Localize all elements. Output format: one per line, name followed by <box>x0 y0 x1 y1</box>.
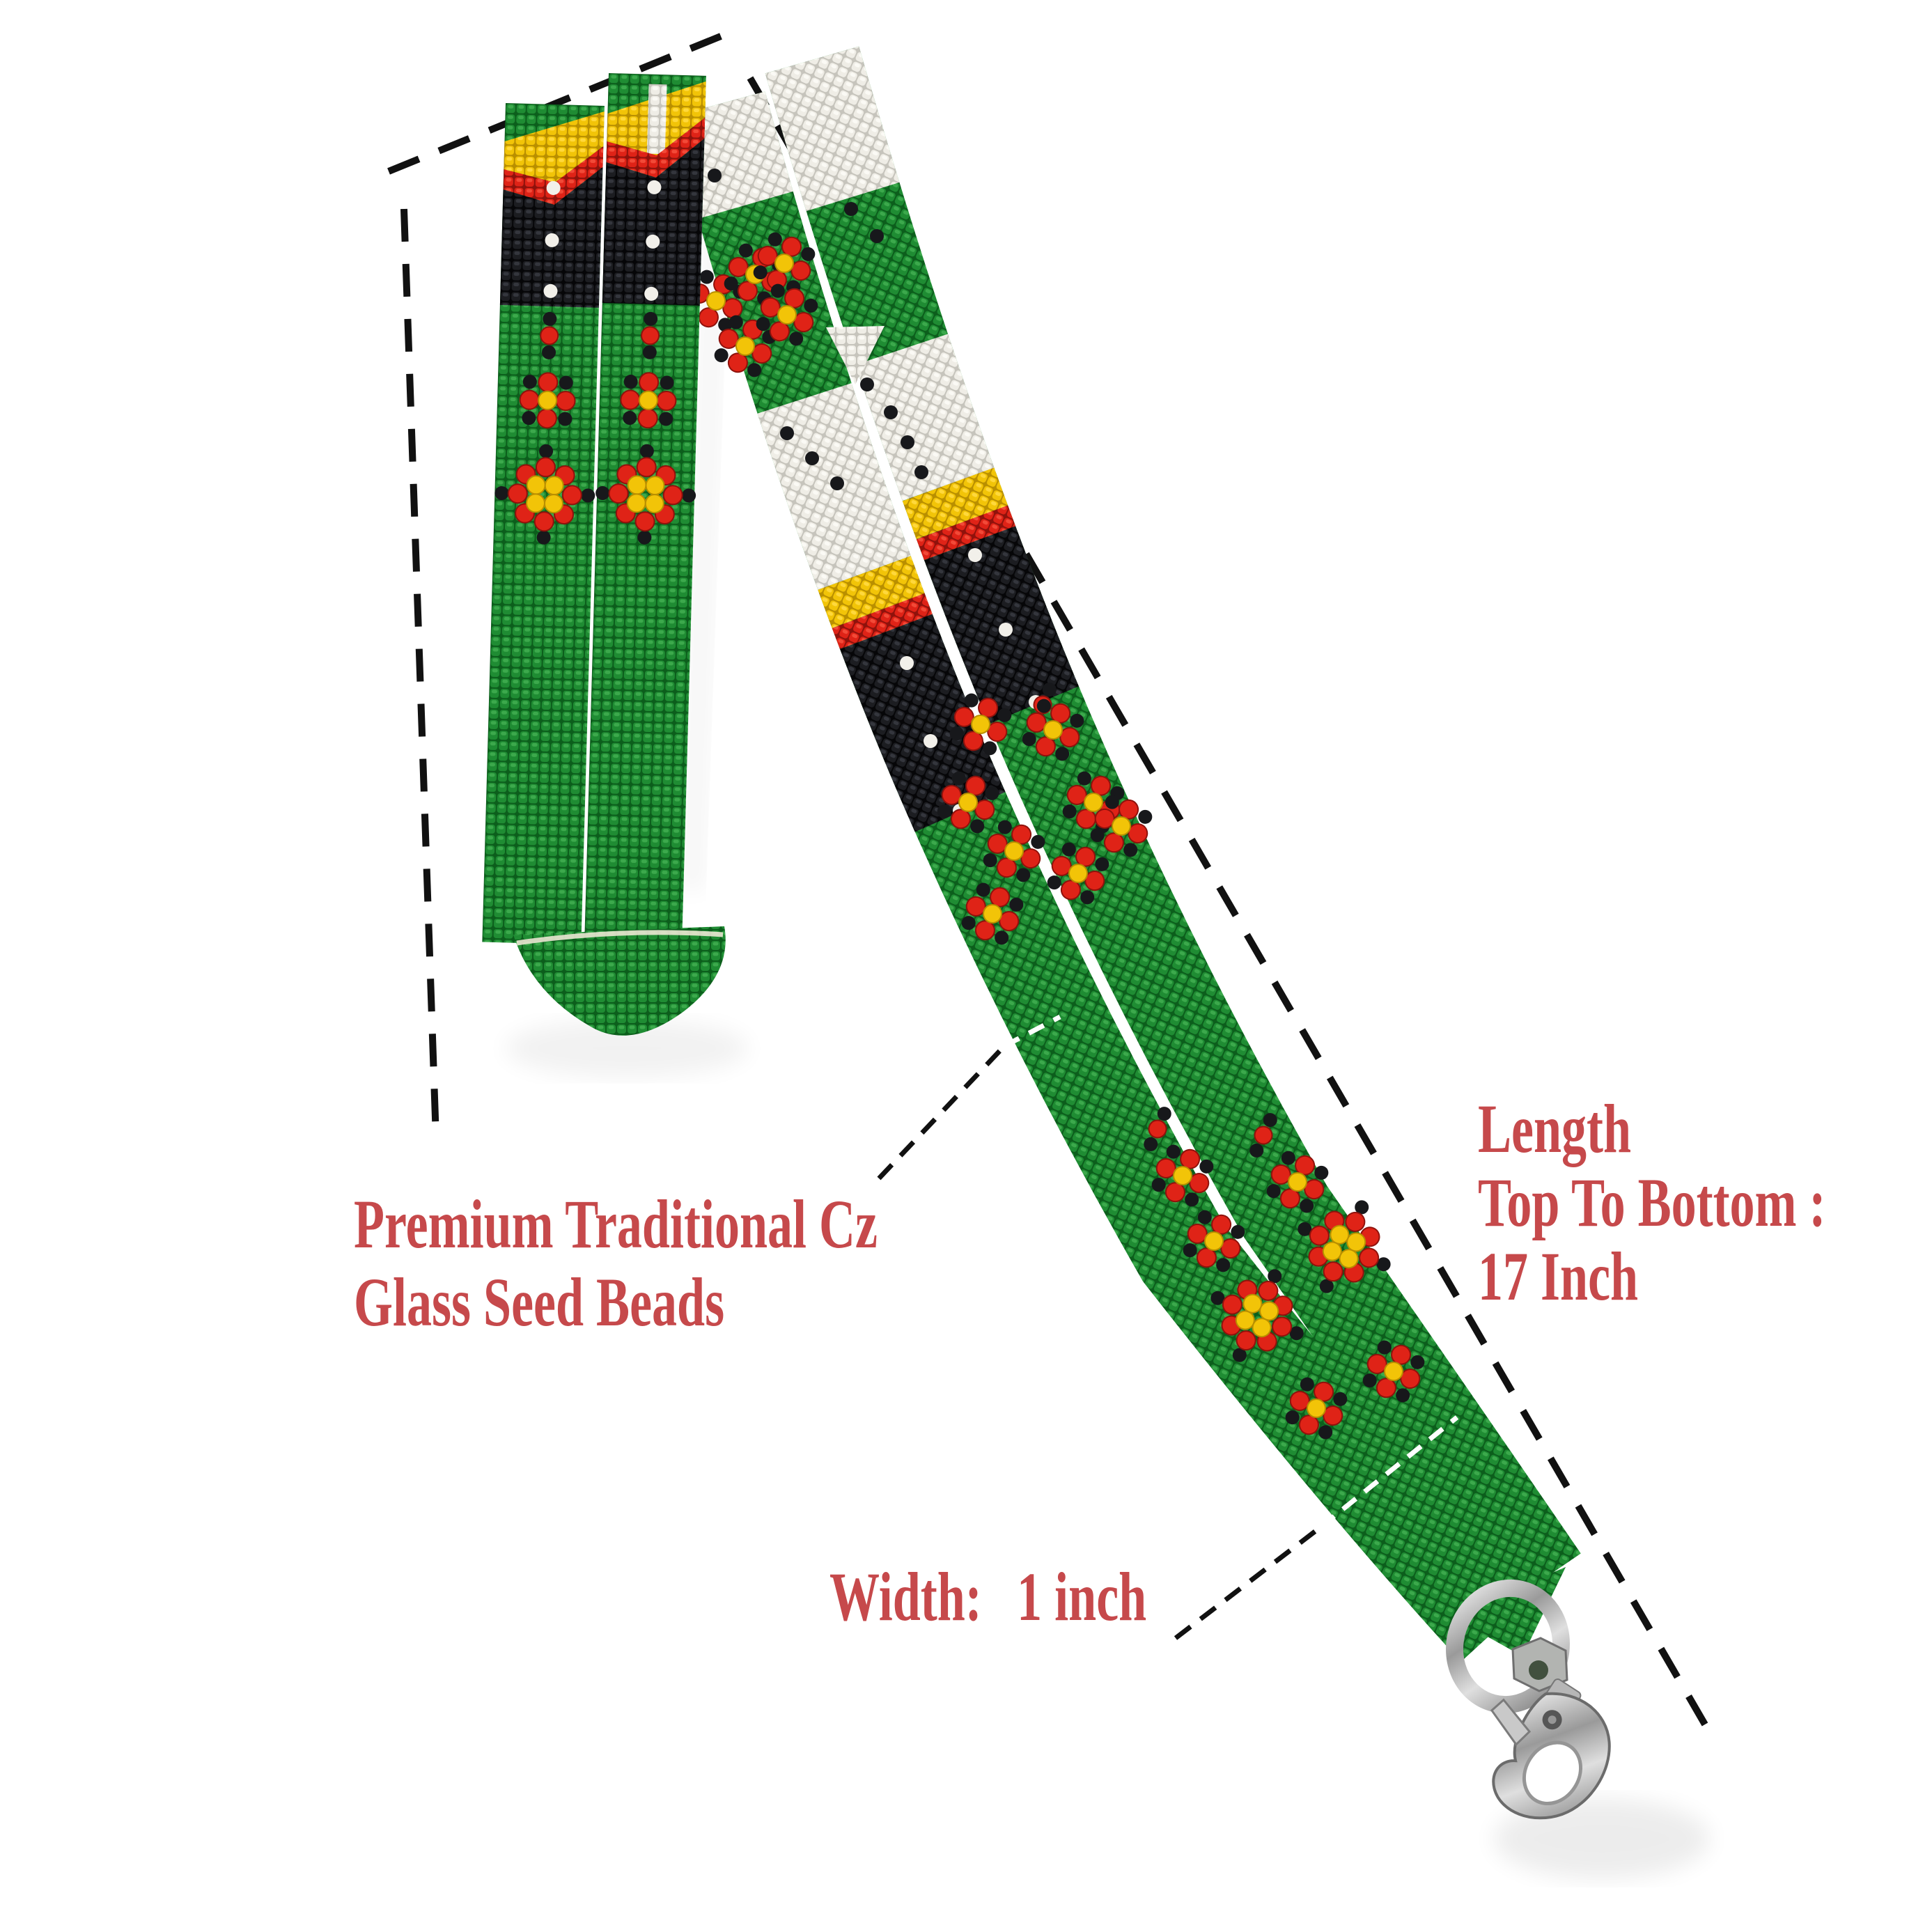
material-label-line2: Glass Seed Beads <box>354 1263 725 1341</box>
material-label-line1: Premium Traditional Cz <box>354 1185 878 1263</box>
measure-line-right <box>747 76 1708 1727</box>
clasp-trigger <box>1490 1698 1532 1747</box>
strap-fold-loop <box>513 926 726 1036</box>
clasp-opening <box>1522 1740 1583 1806</box>
width-label-value: 1 inch <box>1017 1558 1147 1635</box>
left-strap-fold <box>482 73 726 1036</box>
length-label: Length Top To Bottom : 17 Inch <box>1478 1092 1826 1314</box>
length-label-line1: Length <box>1478 1090 1632 1167</box>
lobster-clasp-icon <box>1446 1567 1611 1820</box>
white-notch <box>826 326 885 384</box>
width-label: Width: 1 inch <box>829 1560 1146 1634</box>
material-label: Premium Traditional Cz Glass Seed Beads <box>354 1185 878 1341</box>
measure-lines <box>387 33 1708 1727</box>
measure-line-top <box>387 33 722 175</box>
black-dot-beads <box>708 169 928 490</box>
right-strap <box>680 60 1541 1628</box>
measure-line-left <box>400 208 439 1139</box>
material-pointer-line <box>877 1044 1006 1181</box>
length-label-line2: Top To Bottom : <box>1478 1164 1826 1241</box>
width-pointer-line <box>1174 1525 1323 1640</box>
length-label-line3: 17 Inch <box>1478 1238 1639 1315</box>
clasp-body <box>1490 1692 1611 1820</box>
pointer-line-overlays <box>1003 1014 1459 1529</box>
width-label-key: Width: <box>829 1558 982 1635</box>
